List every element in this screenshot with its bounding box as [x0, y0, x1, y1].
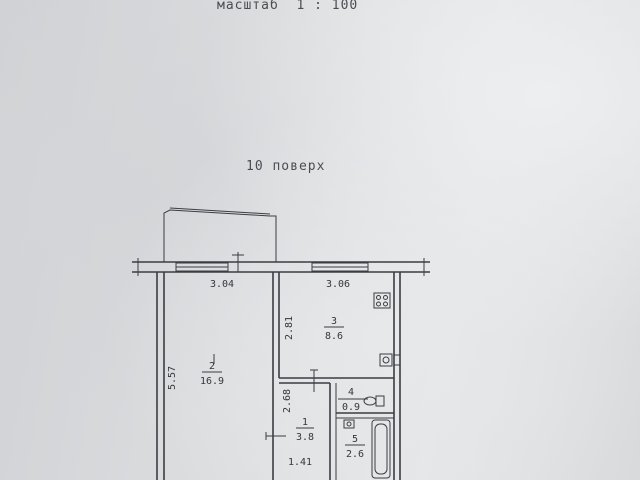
exterior-wall — [132, 252, 430, 276]
toilet-icon — [338, 395, 385, 407]
room-labels: 2 16.9 3 8.6 4 0.9 1 3.8 5 2.6 — [200, 316, 365, 460]
room-4-number: 4 — [348, 387, 354, 398]
room-3-number: 3 — [331, 316, 337, 327]
dim-room2-width: 3.04 — [210, 279, 234, 290]
room-5-area: 2.6 — [346, 449, 364, 460]
room-5-number: 5 — [352, 434, 358, 445]
stove-icon — [373, 292, 391, 309]
room-walls — [156, 272, 401, 480]
dim-room3-width: 3.06 — [326, 279, 350, 290]
washbasin-icon — [343, 419, 355, 429]
dim-room3-length: 2.81 — [284, 316, 295, 340]
balcony — [163, 207, 277, 262]
room-1-area: 3.8 — [296, 432, 314, 443]
dim-room2-length: 5.57 — [167, 366, 178, 390]
room-1-number: 1 — [302, 417, 308, 428]
floor-label: 10 поверх — [246, 159, 326, 174]
sink-icon — [379, 353, 393, 367]
dim-hall-length: 2.68 — [282, 389, 293, 413]
room-4-area: 0.9 — [342, 402, 360, 413]
dim-hall-width: 1.41 — [288, 457, 312, 468]
dimension-labels: 3.04 3.06 5.57 2.81 2.68 1.41 — [167, 279, 350, 468]
room-2-number: 2 — [209, 361, 215, 372]
bathtub-icon — [371, 419, 391, 479]
room-2-area: 16.9 — [200, 376, 224, 387]
room-3-area: 8.6 — [325, 331, 343, 342]
scale-label: масштаб 1 : 100 — [217, 0, 359, 13]
